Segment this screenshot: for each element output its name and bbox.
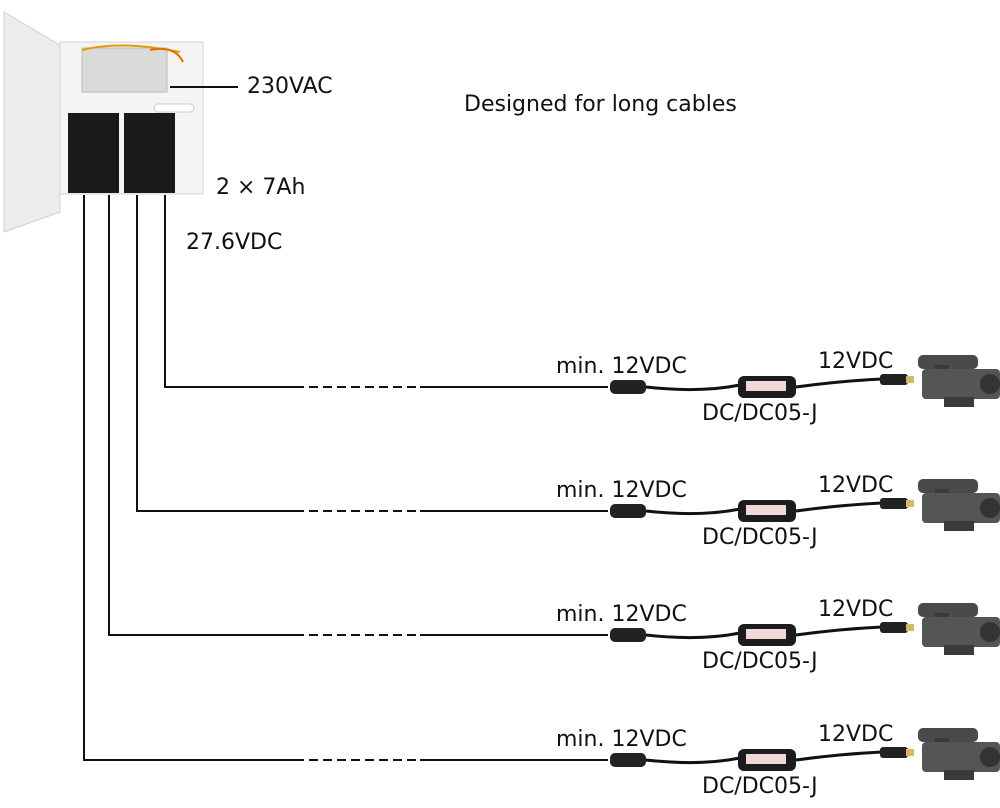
dc-plug	[880, 622, 908, 633]
battery-label: 2 × 7Ah	[216, 175, 306, 200]
cable-line	[83, 195, 295, 761]
cable-line	[164, 195, 295, 388]
output-voltage-label: 12VDC	[818, 473, 894, 498]
power-supply-unit	[3, 11, 238, 233]
camera-feed-row	[83, 195, 1000, 780]
dc-plug-tip	[906, 500, 914, 507]
psu-module	[81, 47, 168, 93]
camera-feed-row	[136, 195, 1000, 531]
cable-line	[795, 377, 883, 389]
converter-model-label: DC/DC05-J	[702, 649, 818, 674]
dc-plug	[880, 374, 908, 385]
converter-label-sticker	[746, 629, 786, 639]
converter-model-label: DC/DC05-J	[702, 774, 818, 799]
enclosure-door	[3, 11, 61, 233]
cable-line	[645, 631, 741, 640]
camera-icon	[918, 603, 1000, 655]
dc-socket-plug	[610, 628, 646, 642]
camera-feed-row	[164, 195, 1000, 407]
cable-line	[136, 195, 295, 512]
camera-icon	[918, 479, 1000, 531]
input-voltage-label: min. 12VDC	[556, 478, 687, 503]
input-voltage-label: min. 12VDC	[556, 354, 687, 379]
converter-model-label: DC/DC05-J	[702, 401, 818, 426]
dc-plug-tip	[906, 376, 914, 383]
battery-2	[124, 113, 175, 193]
converter-label-sticker	[746, 754, 786, 764]
cable-line	[645, 756, 741, 765]
dc-socket-plug	[610, 504, 646, 518]
output-voltage-label: 12VDC	[818, 597, 894, 622]
diagram-title: Designed for long cables	[464, 92, 737, 117]
output-voltage-label: 27.6VDC	[186, 230, 283, 255]
output-voltage-label: 12VDC	[818, 349, 894, 374]
dc-plug-tip	[906, 749, 914, 756]
battery-1	[68, 113, 119, 193]
input-voltage-label: min. 12VDC	[556, 727, 687, 752]
mains-voltage-label: 230VAC	[247, 74, 333, 99]
dc-plug	[880, 747, 908, 758]
converter-label-sticker	[746, 505, 786, 515]
dc-socket-plug	[610, 753, 646, 767]
input-voltage-label: min. 12VDC	[556, 602, 687, 627]
cable-line	[795, 501, 883, 513]
camera-icon	[918, 728, 1000, 780]
output-voltage-label: 12VDC	[818, 722, 894, 747]
camera-icon	[918, 355, 1000, 407]
cable-line	[795, 750, 883, 762]
dc-plug-tip	[906, 624, 914, 631]
cable-line	[645, 383, 741, 392]
converter-model-label: DC/DC05-J	[702, 525, 818, 550]
cable-line	[795, 625, 883, 637]
converter-label-sticker	[746, 381, 786, 391]
camera-feed-row	[108, 195, 1000, 655]
cable-line	[645, 507, 741, 516]
dc-plug	[880, 498, 908, 509]
cable-line	[108, 195, 295, 636]
dc-socket-plug	[610, 380, 646, 394]
